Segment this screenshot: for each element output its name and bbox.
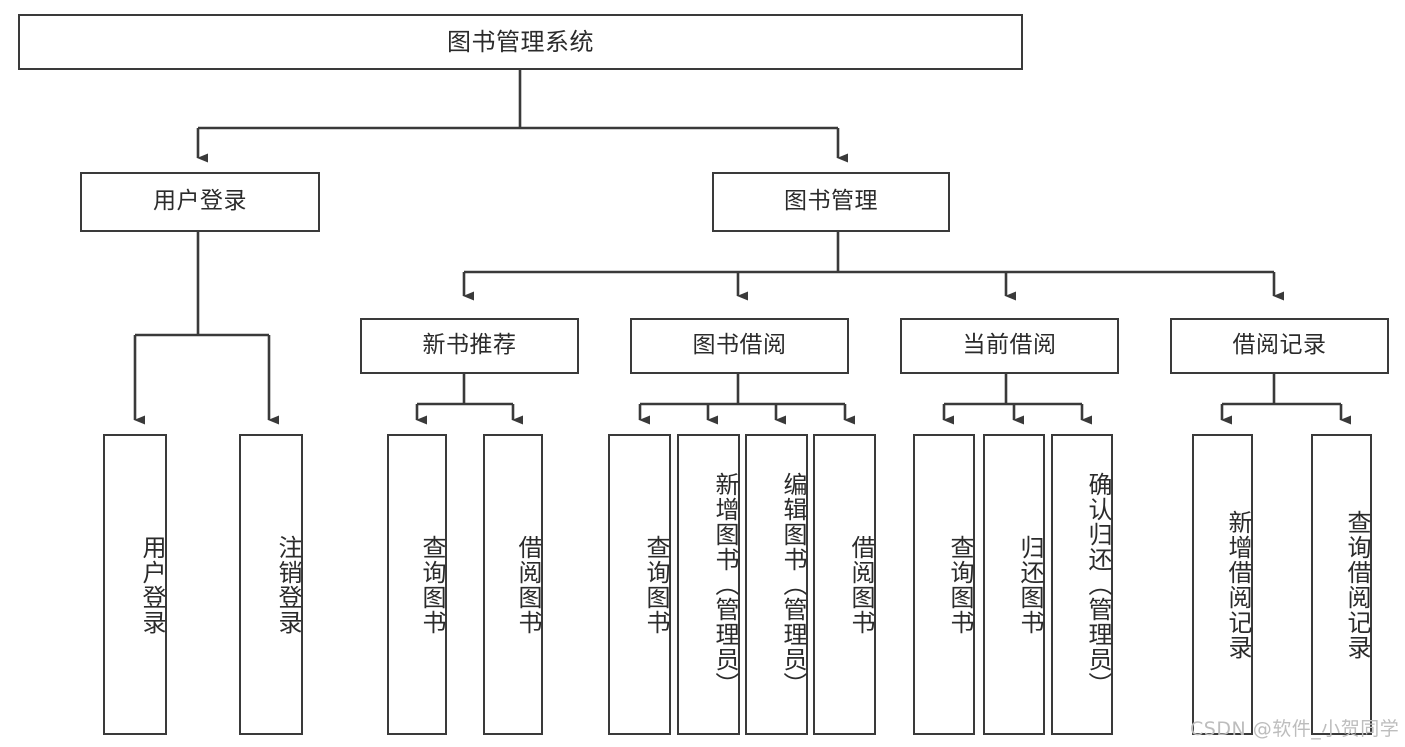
node-leaf-query-book-1[interactable]: 查询图书 bbox=[387, 434, 447, 735]
leaf-label: 用户登录 bbox=[138, 534, 166, 635]
leaf-label: 查询借阅记录 bbox=[1343, 509, 1371, 660]
node-new-book-rec[interactable]: 新书推荐 bbox=[360, 318, 579, 374]
node-leaf-edit-book[interactable]: 编辑图书（管理员） bbox=[745, 434, 808, 735]
leaf-label: 注销登录 bbox=[274, 534, 302, 635]
leaf-label: 编辑图书（管理员） bbox=[779, 472, 807, 697]
leaf-label: 新增图书（管理员） bbox=[711, 472, 739, 697]
node-root[interactable]: 图书管理系统 bbox=[18, 14, 1023, 70]
leaf-label: 查询图书 bbox=[946, 534, 974, 635]
node-user-login[interactable]: 用户登录 bbox=[80, 172, 320, 232]
node-current-borrow[interactable]: 当前借阅 bbox=[900, 318, 1119, 374]
leaf-label: 借阅图书 bbox=[847, 534, 875, 635]
leaf-label: 借阅图书 bbox=[514, 534, 542, 635]
node-leaf-return-book[interactable]: 归还图书 bbox=[983, 434, 1045, 735]
node-leaf-add-record[interactable]: 新增借阅记录 bbox=[1192, 434, 1253, 735]
node-leaf-query-book-3[interactable]: 查询图书 bbox=[913, 434, 975, 735]
node-leaf-confirm-return[interactable]: 确认归还（管理员） bbox=[1051, 434, 1113, 735]
node-leaf-borrow-book-2[interactable]: 借阅图书 bbox=[813, 434, 876, 735]
node-book-borrow[interactable]: 图书借阅 bbox=[630, 318, 849, 374]
csdn-watermark: CSDN @软件_小贺同学 bbox=[1190, 718, 1400, 740]
node-borrow-record[interactable]: 借阅记录 bbox=[1170, 318, 1389, 374]
node-leaf-query-record[interactable]: 查询借阅记录 bbox=[1311, 434, 1372, 735]
node-leaf-query-book-2[interactable]: 查询图书 bbox=[608, 434, 671, 735]
leaf-label: 归还图书 bbox=[1016, 534, 1044, 635]
leaf-label: 确认归还（管理员） bbox=[1084, 472, 1112, 697]
node-leaf-borrow-book-1[interactable]: 借阅图书 bbox=[483, 434, 543, 735]
node-book-manage[interactable]: 图书管理 bbox=[712, 172, 950, 232]
node-leaf-user-login[interactable]: 用户登录 bbox=[103, 434, 167, 735]
node-leaf-user-logout[interactable]: 注销登录 bbox=[239, 434, 303, 735]
node-leaf-add-book[interactable]: 新增图书（管理员） bbox=[677, 434, 740, 735]
leaf-label: 查询图书 bbox=[418, 534, 446, 635]
leaf-label: 新增借阅记录 bbox=[1224, 509, 1252, 660]
leaf-label: 查询图书 bbox=[642, 534, 670, 635]
